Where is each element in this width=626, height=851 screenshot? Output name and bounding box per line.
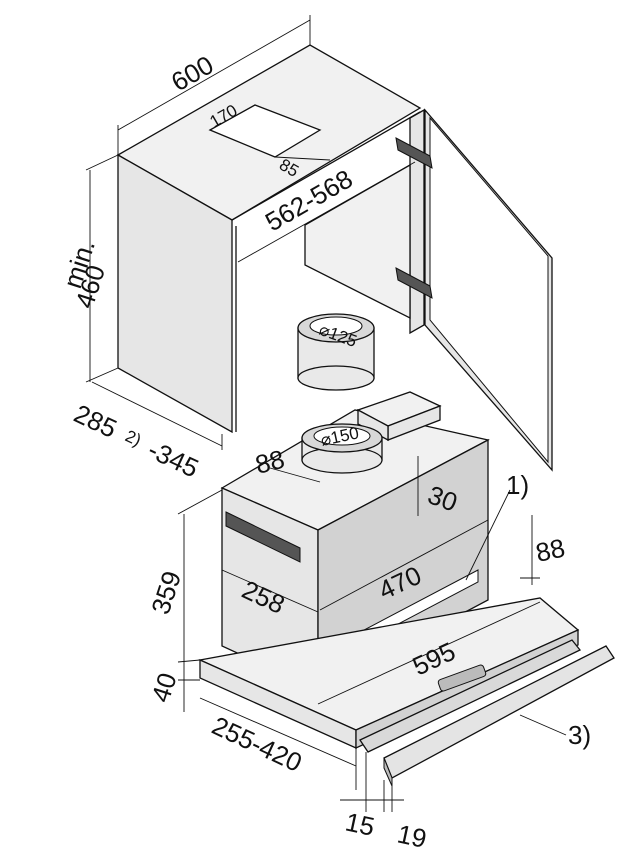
- duct-adapter-125: ⌀125: [297, 313, 375, 391]
- hood-right-face: [317, 438, 489, 692]
- dim-15-19: 15 19: [340, 752, 429, 851]
- label-255-420: 255-420: [207, 710, 306, 778]
- hinge-upper: [395, 137, 433, 169]
- dim-40: 40: [145, 662, 200, 712]
- dim-88-right: 88: [520, 515, 568, 585]
- callout-3: 3): [519, 714, 591, 750]
- label-600: 600: [166, 50, 219, 98]
- wall-cabinet: [116, 44, 553, 472]
- dim-359: 359: [145, 489, 223, 663]
- label-callout-1: 1): [506, 470, 529, 500]
- label-88-top: 88: [252, 444, 287, 480]
- label-callout-3: 3): [568, 720, 591, 750]
- dim-460: min. 460: [57, 154, 119, 383]
- label-359: 359: [145, 567, 187, 618]
- cabinet-left-side: [117, 153, 233, 434]
- label-note-2: 2): [122, 426, 144, 450]
- dim-88-top: 88: [252, 444, 321, 483]
- front-trim: [359, 639, 582, 753]
- duct-outlet-150: ⌀150: [301, 423, 383, 474]
- cabinet-right-side: [409, 108, 425, 335]
- label-345: -345: [143, 434, 203, 483]
- hinge-lower: [395, 267, 433, 299]
- label-19: 19: [395, 819, 430, 851]
- label-40: 40: [145, 669, 182, 706]
- tray-controls: [437, 664, 487, 692]
- label-15: 15: [343, 807, 378, 842]
- label-285: 285: [69, 398, 121, 444]
- label-88-right: 88: [533, 533, 568, 568]
- control-panel: [225, 511, 301, 563]
- callout-1: 1): [465, 470, 529, 581]
